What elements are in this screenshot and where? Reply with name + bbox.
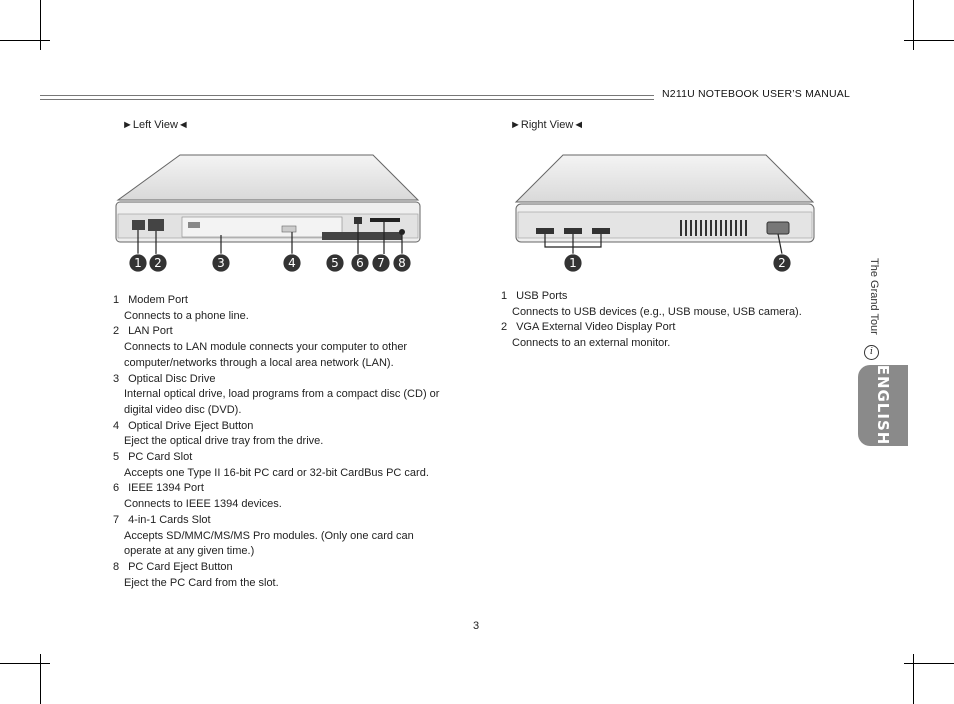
optical-drive-shape [181,216,343,238]
pc-card-eject-shape [399,229,405,235]
vga-port-shape [766,221,790,235]
usb-port-shape [536,228,554,234]
header-rule [40,95,654,100]
right-callout-2: 2 [778,256,786,270]
list-item: 7 4-in-1 Cards Slot Accepts SD/MMC/MS/MS… [113,513,414,558]
left-view-diagram: 1 2 3 4 5 6 7 8 [115,154,421,273]
eject-button-shape [281,225,297,233]
left-view-list: 1 Modem Port Connects to a phone line. 2… [113,293,473,591]
right-view-diagram: 1 2 [514,154,815,273]
list-item: 1 Modem Port Connects to a phone line. [113,294,249,322]
info-circle-icon: i [864,345,879,360]
section-label: The Grand Tour [868,258,880,335]
left-callout-2: 2 [154,256,162,270]
list-item: 6 IEEE 1394 Port Connects to IEEE 1394 d… [113,482,282,511]
pc-card-slot-shape [322,232,402,240]
lan-port-shape [148,219,164,231]
left-callout-7: 7 [377,256,385,270]
left-callouts [128,253,412,273]
laptop-lid [514,154,815,203]
list-item: 2 VGA External Video Display Port Connec… [501,321,676,350]
list-item: 4 Optical Drive Eject Button Eject the o… [113,419,324,448]
list-item: 3 Optical Disc Drive Internal optical dr… [113,372,440,416]
left-callout-1: 1 [134,256,142,270]
language-tab: ENGLISH [858,365,908,446]
laptop-lid [116,154,420,201]
left-callout-8: 8 [398,256,406,270]
callout-leaders [137,222,403,254]
left-callout-6: 6 [356,256,364,270]
list-item: 8 PC Card Eject Button Eject the PC Card… [113,560,279,589]
left-callout-5: 5 [331,256,339,270]
right-view-title: ►Right View◄ [510,119,585,131]
left-callout-4: 4 [288,256,296,270]
callout-leaders [544,233,783,255]
list-item: 2 LAN Port Connects to LAN module connec… [113,325,408,369]
page-number: 3 [473,620,480,632]
language-tab-label: ENGLISH [874,364,892,446]
right-callout-1: 1 [569,256,577,270]
usb-port-shape [564,228,582,234]
list-item: 1 USB Ports Connects to USB devices (e.g… [501,290,802,318]
usb-port-shape [592,228,610,234]
left-view-title: ►Left View◄ [122,119,189,131]
card-reader-slot-shape [370,218,400,222]
left-callout-3: 3 [217,256,225,270]
ieee1394-port-shape [354,217,362,224]
manual-title: N211U NOTEBOOK USER’S MANUAL [662,88,851,100]
vent-grille [680,220,747,236]
right-view-list: 1 USB Ports Connects to USB devices (e.g… [501,289,841,352]
modem-port-shape [132,220,145,230]
list-item: 5 PC Card Slot Accepts one Type II 16-bi… [113,451,429,479]
